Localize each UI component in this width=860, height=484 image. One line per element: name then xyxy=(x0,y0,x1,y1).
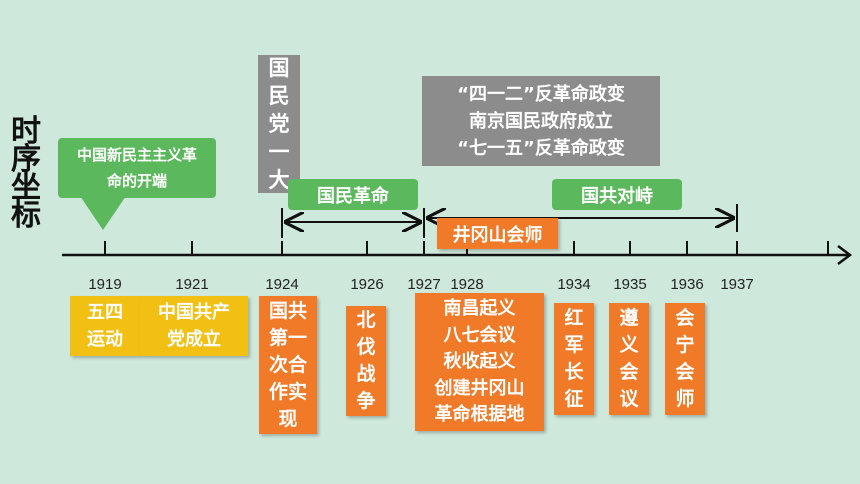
events-1927-1928-box: 南昌起义 八七会议 秋收起义 创建井冈山 革命根据地 xyxy=(415,293,544,431)
year-1919: 1919 xyxy=(88,276,122,293)
event-nanchang-uprising: 南昌起义 xyxy=(443,298,516,319)
event-may-fourth: 五四运动 xyxy=(70,296,140,356)
event-jinggangshan-base-1: 创建井冈山 xyxy=(434,377,525,399)
event-august-7-meeting: 八七会议 xyxy=(443,324,516,346)
events-1927-box: “四一二”反革命政变 南京国民政府成立 “七一五”反革命政变 xyxy=(422,76,660,166)
event-cpc-founding: 中国共产党成立 xyxy=(140,296,248,356)
year-1937: 1937 xyxy=(720,276,754,293)
event-zunyi-meeting: 遵义会议 xyxy=(609,303,649,415)
kmt-first-congress-box: 国民党一大 xyxy=(258,55,300,193)
event-nanjing-government: 南京国民政府成立 xyxy=(469,111,613,132)
event-first-cooperation: 国共第一次合作实现 xyxy=(259,296,317,434)
year-1934: 1934 xyxy=(557,276,591,293)
event-northern-expedition: 北伐战争 xyxy=(346,306,386,416)
side-title: 时序坐标 xyxy=(11,114,41,233)
jinggangshan-meeting-box: 井冈山会师 xyxy=(437,218,558,249)
year-1921: 1921 xyxy=(175,276,209,293)
period-kmt-cpc-standoff: 国共对峙 xyxy=(552,179,682,210)
kmt-first-congress-text: 国民党一大 xyxy=(268,56,290,192)
event-long-march: 红军长征 xyxy=(554,303,594,415)
event-july-15: “七一五”反革命政变 xyxy=(457,138,625,159)
event-jinggangshan-base-2: 革命根据地 xyxy=(434,404,525,425)
period-national-revolution: 国民革命 xyxy=(288,179,418,210)
event-huining-meeting: 会宁会师 xyxy=(665,303,705,415)
event-autumn-harvest: 秋收起义 xyxy=(443,351,516,372)
year-1926: 1926 xyxy=(350,276,384,293)
event-april-12: “四一二”反革命政变 xyxy=(457,84,625,105)
year-1936: 1936 xyxy=(670,276,704,293)
axis-arrowhead xyxy=(837,245,853,265)
callout-text: 中国新民主主义革命的开端 xyxy=(76,146,197,190)
callout-pointer xyxy=(80,196,126,230)
year-1935: 1935 xyxy=(613,276,647,293)
year-1924: 1924 xyxy=(265,276,299,293)
year-1927: 1927 xyxy=(407,276,441,293)
callout-new-democratic-revolution: 中国新民主主义革命的开端 xyxy=(58,138,216,198)
year-1928: 1928 xyxy=(450,276,484,293)
